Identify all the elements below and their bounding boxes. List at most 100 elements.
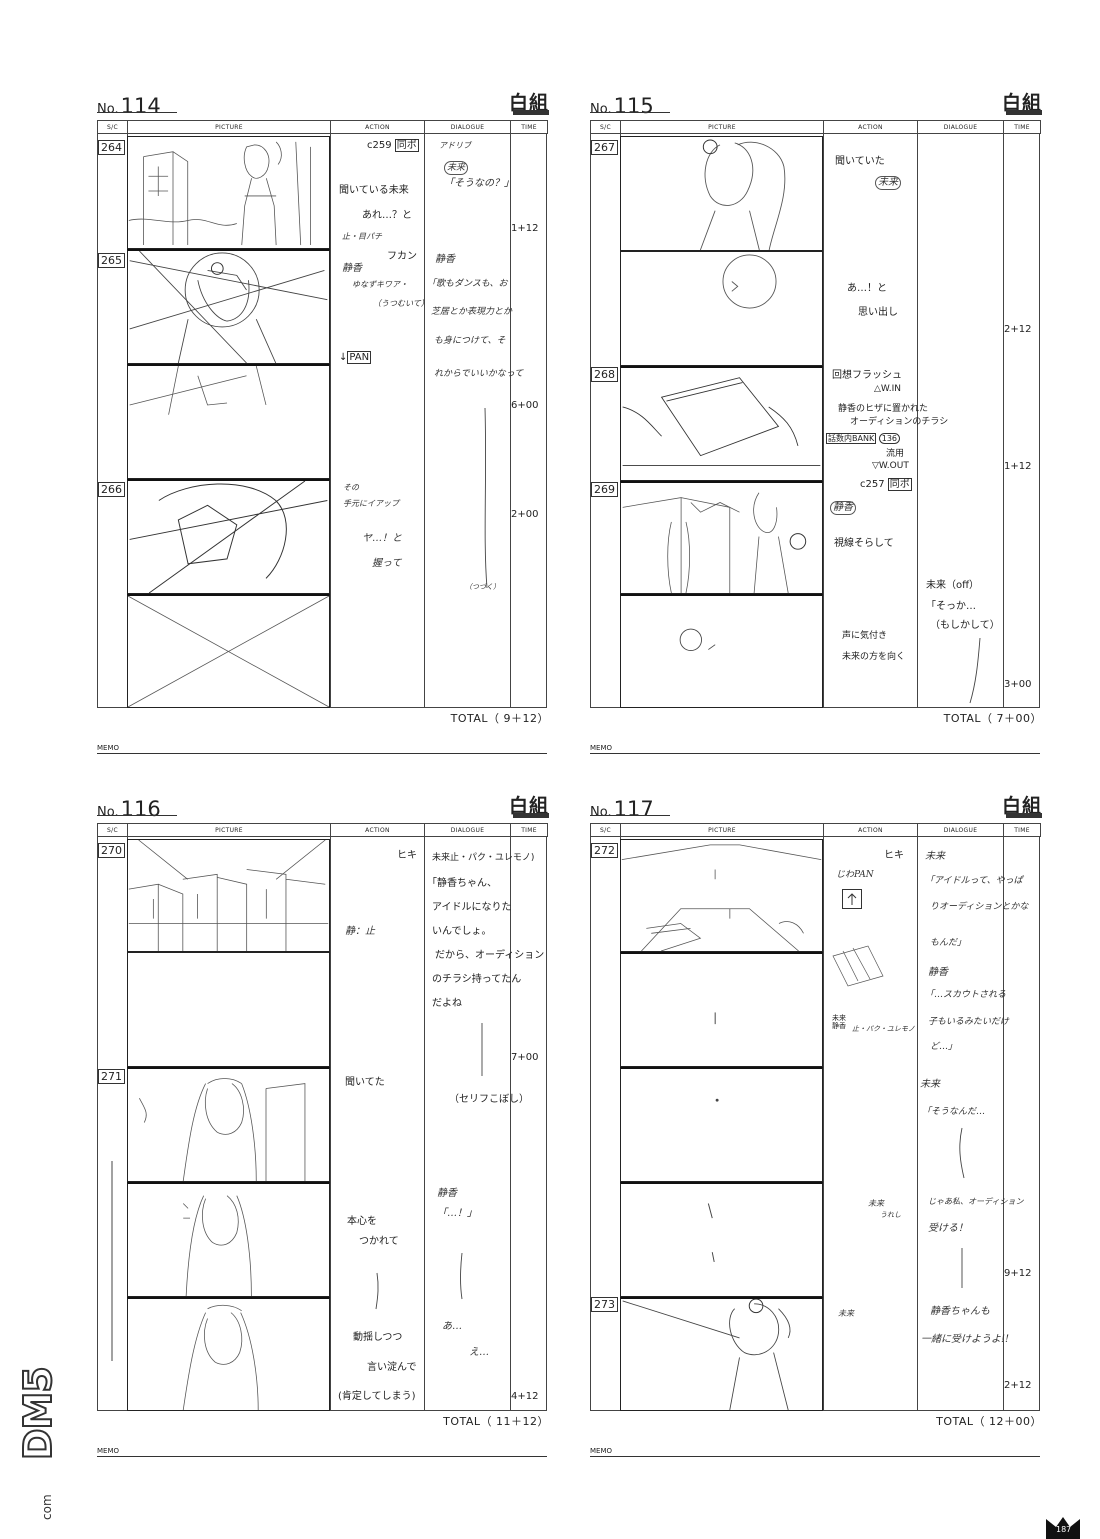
picture-panel <box>620 1182 823 1297</box>
action-text: c257 同ポ <box>860 478 912 491</box>
divider <box>424 836 425 1411</box>
time-value: 2+12 <box>1004 1380 1032 1391</box>
action-text: 本心を <box>347 1216 377 1227</box>
divider <box>510 836 511 1411</box>
storyboard-sheet-115: No.115 白組 S/C PICTURE ACTION DIALOGUE TI… <box>590 92 1042 758</box>
arrow-down-icon: ↓ <box>339 352 348 363</box>
board-header: S/C PICTURE ACTION DIALOGUE TIME <box>97 120 548 134</box>
time-value: 4+12 <box>511 1391 539 1402</box>
col-header-picture: PICTURE <box>127 120 331 134</box>
sheet-number: No.117 <box>590 797 654 821</box>
mini-sketch-pan <box>832 945 884 987</box>
sketch-city-girl <box>128 141 311 246</box>
picture-panel <box>127 1067 330 1182</box>
action-note: （うつむいて） <box>373 299 429 308</box>
dialogue-speaker: 未来 <box>444 161 469 175</box>
cut-number: 264 <box>98 140 125 155</box>
action-text: c259 同ポ <box>367 139 419 152</box>
action-note: じわPAN <box>836 870 874 880</box>
dialogue-stretch-line <box>460 1252 463 1300</box>
time-value: 9+12 <box>1004 1268 1032 1279</box>
sheet-number-prefix: No. <box>97 102 119 117</box>
dialogue-line: いんでしょ。 <box>432 926 492 937</box>
picture-panel <box>620 481 823 594</box>
divider <box>823 133 824 708</box>
action-ref: c259 <box>367 140 392 151</box>
picture-panel <box>620 594 823 708</box>
sketch-girl-face <box>699 139 786 250</box>
action-stretch-line <box>375 1272 379 1310</box>
sheet-number-prefix: No. <box>590 102 612 117</box>
col-header-action: ACTION <box>823 823 918 837</box>
col-header-picture: PICTURE <box>127 823 331 837</box>
watermark-subtext: com <box>40 1494 54 1520</box>
action-text: つかれて <box>359 1236 399 1247</box>
cut-number: 269 <box>591 482 618 497</box>
sheet-number-value: 115 <box>613 94 654 118</box>
col-header-action: ACTION <box>823 120 918 134</box>
dialogue-line: え… <box>469 1347 489 1358</box>
picture-panel <box>127 1182 330 1297</box>
action-text: 聞いている未来 <box>339 185 409 196</box>
action-text: 静香のヒザに置かれた <box>838 404 929 414</box>
dialogue-line: 「そっか… <box>926 601 976 612</box>
dialogue-line: のチラシ持ってたん <box>432 974 522 985</box>
studio-logo-bar <box>513 813 549 818</box>
action-ref: 136 <box>878 433 901 444</box>
action-note: 未来静香 <box>832 1014 846 1030</box>
col-header-action: ACTION <box>330 120 425 134</box>
dialogue-line: 「そうなの？」 <box>444 178 514 189</box>
dialogue-line: も身につけて、そ <box>434 336 506 346</box>
action-text: 回想フラッシュ <box>832 370 902 381</box>
dialogue-line: だから、オーディション <box>435 950 545 961</box>
total-time: TOTAL（ 7＋00） <box>943 712 1042 725</box>
storyboard-sheet-116: No.116 白組 S/C PICTURE ACTION DIALOGUE TI… <box>97 795 549 1461</box>
action-note: 止・目パチ <box>342 232 382 241</box>
picture-panel-empty <box>127 594 330 708</box>
action-text: 声に気付き <box>842 631 888 641</box>
dialogue-line: だよね <box>432 998 462 1009</box>
dialogue-line: 受ける！ <box>928 1223 968 1234</box>
dialogue-stretch-line <box>959 1127 965 1179</box>
action-text: 話数内BANK 136 <box>826 433 901 445</box>
picture-panel <box>127 364 330 479</box>
corner-logo-icon <box>1046 1517 1080 1539</box>
picture-panel <box>620 839 823 952</box>
action-note: 未来 <box>875 176 901 190</box>
action-text: 未来の方を向く <box>842 652 906 662</box>
action-text: ▽W.OUT <box>872 461 909 471</box>
empty-cross <box>128 596 329 707</box>
sheet-number: No.114 <box>97 94 161 118</box>
sketch-shizuka-surprise <box>182 1195 252 1296</box>
sheet-number-underline <box>590 815 670 816</box>
sheet-number-value: 116 <box>120 797 161 821</box>
divider <box>823 836 824 1411</box>
action-text: 言い淀んで <box>367 1362 417 1373</box>
dialogue-speaker: 静香 <box>928 967 948 978</box>
sketch-mirai-face <box>622 1299 791 1410</box>
divider <box>1003 133 1004 708</box>
board-header: S/C PICTURE ACTION DIALOGUE TIME <box>590 120 1041 134</box>
board-header: S/C PICTURE ACTION DIALOGUE TIME <box>590 823 1041 837</box>
action-note: うれし <box>880 1211 901 1219</box>
dialogue-line: 「そうなんだ… <box>922 1107 986 1117</box>
col-header-dialogue: DIALOGUE <box>917 823 1004 837</box>
time-value: 1+12 <box>511 223 539 234</box>
dialogue-line: 「…スカウトされる <box>925 990 1007 1000</box>
action-ref: c257 <box>860 479 885 490</box>
sketch-small-face <box>679 628 716 651</box>
action-note: 止・パク・ユレモノ <box>852 1025 915 1033</box>
dialogue-stretch-line <box>969 637 981 704</box>
action-box: 話数内BANK <box>826 433 877 444</box>
sketch-shizuka-face <box>139 1078 306 1181</box>
dialogue-speaker: 未来 <box>925 851 945 862</box>
action-box: PAN <box>347 351 372 364</box>
action-text: あれ…？と <box>362 210 412 221</box>
action-note-line: 未来 <box>832 1014 846 1022</box>
col-header-dialogue: DIALOGUE <box>917 120 1004 134</box>
sheet-number-underline <box>97 112 177 113</box>
action-note: その <box>343 483 359 492</box>
pan-direction-box <box>842 889 862 909</box>
dialogue-line: ど…」 <box>930 1042 958 1052</box>
picture-panel <box>127 479 330 594</box>
